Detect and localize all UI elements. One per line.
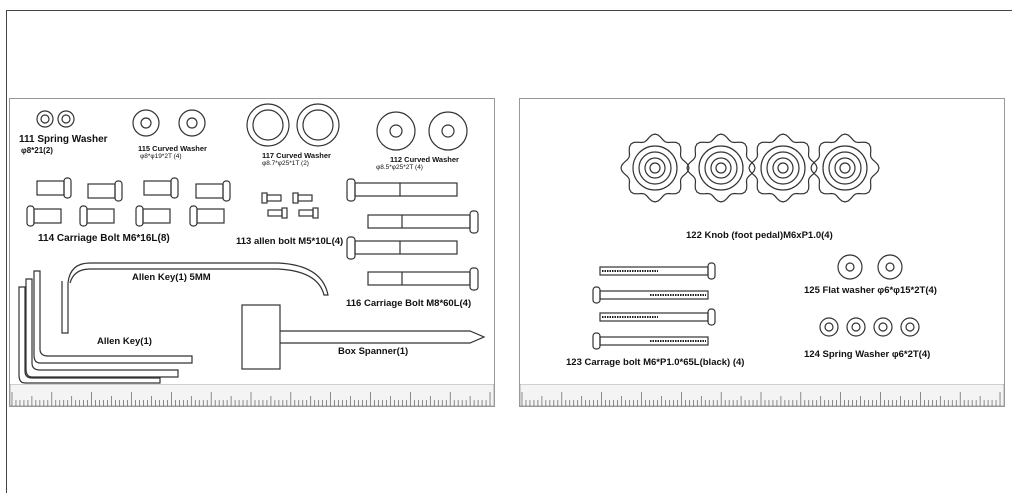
curved-washer-117-icon	[246, 103, 340, 147]
hardware-panel-left: 111 Spring Washer φ8*21(2) 115 Curved Wa…	[9, 98, 495, 407]
measuring-ruler-right	[520, 384, 1004, 406]
spring-washer-111-icon	[36, 110, 75, 128]
part-label-124: 124 Spring Washer φ6*2T(4)	[804, 349, 931, 360]
allen-key-icon	[18, 270, 193, 384]
part-label-122: 122 Knob (foot pedal)M6xP1.0(4)	[686, 230, 833, 241]
page-frame	[6, 10, 1012, 493]
knob-122-icon	[620, 133, 880, 203]
part-label-allen-key: Allen Key(1)	[97, 336, 152, 347]
part-spec-115: φ8*φ19*2T (4)	[140, 153, 182, 160]
part-label-112: 112 Curved Washer	[390, 155, 459, 164]
part-label-114: 114 Carriage Bolt M6*16L(8)	[38, 233, 170, 244]
part-spec-117: φ8.7*φ25*1T (2)	[262, 160, 309, 167]
curved-washer-112-icon	[376, 111, 468, 151]
hardware-drawings-left	[18, 103, 486, 384]
spring-washer-124-icon	[819, 317, 920, 337]
part-label-box-spanner: Box Spanner(1)	[338, 346, 409, 357]
hardware-drawings-right	[592, 133, 920, 350]
part-label-117: 117 Curved Washer	[262, 151, 331, 160]
carriage-bolt-114-icon	[26, 177, 231, 227]
curved-washer-115-icon	[132, 109, 206, 137]
part-label-allen-key-5mm: Allen Key(1) 5MM	[132, 272, 211, 283]
carriage-bolt-116-icon	[346, 178, 479, 291]
part-label-125: 125 Flat washer φ6*φ15*2T(4)	[804, 285, 937, 296]
part-label-116: 116 Carriage Bolt M8*60L(4)	[346, 298, 472, 309]
hardware-panel-right: 122 Knob (foot pedal)M6xP1.0(4) 125 Flat…	[519, 98, 1005, 407]
measuring-ruler-left	[10, 384, 494, 406]
flat-washer-125-icon	[837, 254, 903, 280]
box-spanner-icon	[241, 304, 486, 370]
part-label-123: 123 Carrage bolt M6*P1.0*65L(black) (4)	[566, 357, 745, 368]
allen-key-5mm-icon	[61, 262, 329, 334]
part-label-115: 115 Curved Washer	[138, 144, 207, 153]
part-label-113: 113 allen bolt M5*10L(4)	[236, 236, 344, 247]
carriage-bolt-123-icon	[592, 262, 716, 350]
part-spec-111: φ8*21(2)	[21, 146, 53, 155]
allen-bolt-113-icon	[261, 192, 319, 219]
part-spec-112: φ8.5*φ25*2T (4)	[376, 164, 423, 171]
part-label-111: 111 Spring Washer	[19, 134, 108, 145]
